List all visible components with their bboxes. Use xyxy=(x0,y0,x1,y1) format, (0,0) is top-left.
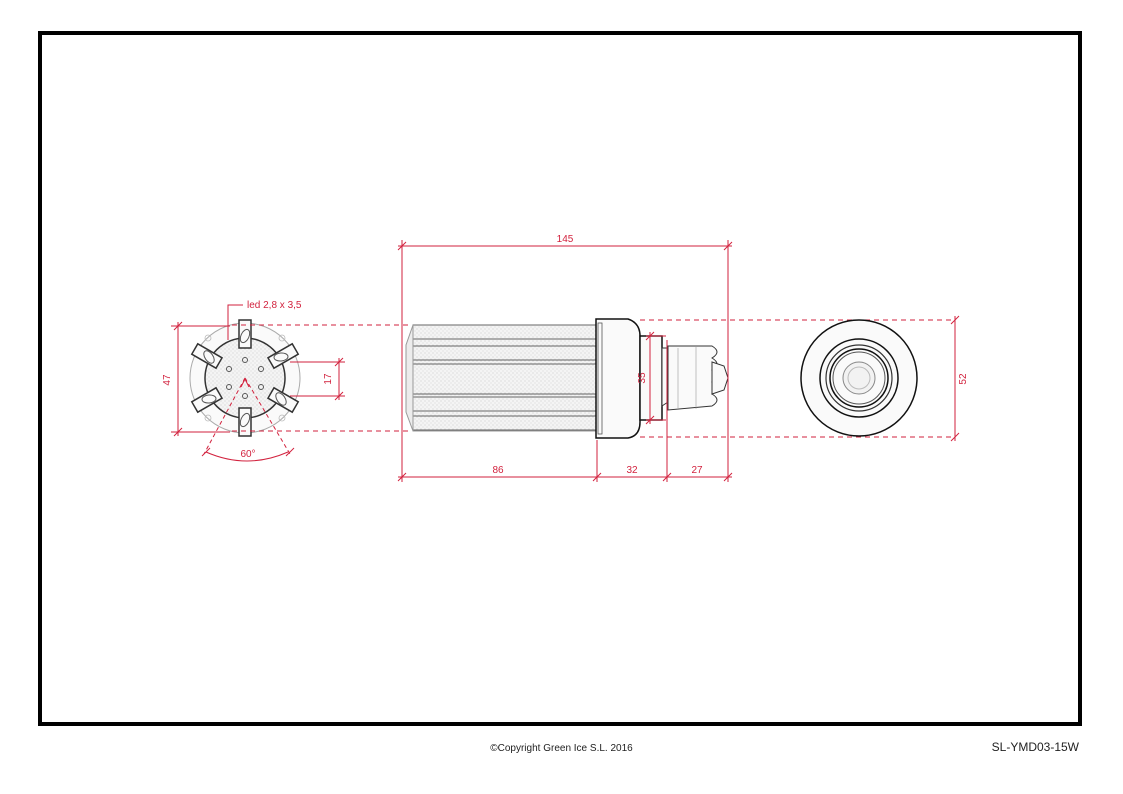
front-view xyxy=(189,319,301,462)
copyright-text: ©Copyright Green Ice S.L. 2016 xyxy=(490,743,633,754)
front-view-dimensions xyxy=(171,304,345,457)
side-view-body xyxy=(405,324,599,432)
fin-spacing-label: 17 xyxy=(323,373,334,385)
side-view-collar xyxy=(595,318,641,439)
front-diameter-label: 47 xyxy=(162,374,173,386)
collar-length-label: 32 xyxy=(626,465,638,476)
base-diameter-label: 35 xyxy=(637,372,648,384)
model-number: SL-YMD03-15W xyxy=(991,740,1079,754)
led-size-label: led 2,8 x 3,5 xyxy=(247,300,302,311)
side-view-dimensions xyxy=(397,240,733,482)
fin-angle-label: 60° xyxy=(240,449,255,460)
end-view xyxy=(800,319,918,437)
end-diameter-label: 52 xyxy=(958,373,969,385)
side-view-screw-base xyxy=(661,345,729,411)
end-view-dimensions xyxy=(950,315,960,442)
front-view-leds xyxy=(201,328,289,428)
overall-length-label: 145 xyxy=(557,234,574,245)
body-length-label: 86 xyxy=(492,465,504,476)
drawing-frame xyxy=(38,31,1082,726)
side-view xyxy=(405,318,729,439)
base-length-label: 27 xyxy=(691,465,703,476)
projection-lines xyxy=(232,319,955,438)
